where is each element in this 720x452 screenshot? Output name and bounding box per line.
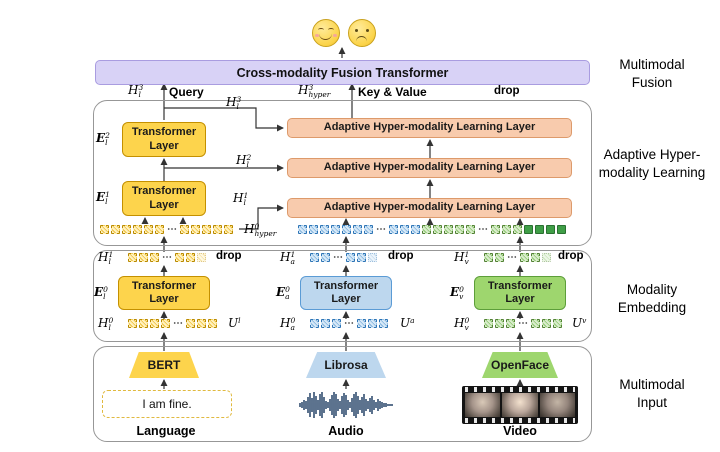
bert-extractor: BERT: [129, 352, 199, 378]
ahl-layer-3: Adaptive Hyper-modality Learning Layer: [287, 118, 572, 138]
transformer-layer-l1-label: Transformer Layer: [131, 185, 197, 211]
language-input-sample: I am fine.: [102, 390, 232, 418]
caption-language: Language: [136, 424, 196, 438]
language-sample-text: I am fine.: [142, 397, 192, 411]
token-sequence-audio-h0: ⋯: [310, 318, 388, 328]
token-sequence-video-h0: ⋯: [484, 318, 562, 328]
librosa-label: Librosa: [324, 358, 368, 372]
transformer-layer-audio: Transformer Layer: [300, 276, 392, 310]
token-sequence-language-ahl: ⋯: [100, 224, 233, 234]
audio-waveform-icon: [298, 390, 394, 420]
drop-label-video: drop: [558, 250, 584, 262]
transformer-layer-l2: Transformer Layer: [122, 122, 206, 157]
transformer-layer-language: Transformer Layer: [118, 276, 210, 310]
sad-face-icon: [348, 19, 376, 47]
ahl-layer-2: Adaptive Hyper-modality Learning Layer: [287, 158, 572, 178]
transformer-layer-l2-label: Transformer Layer: [131, 126, 197, 152]
token-sequence-language-h0: ⋯: [128, 318, 217, 328]
query-label: Query: [169, 85, 204, 99]
transformer-layer-audio-label: Transformer Layer: [313, 279, 379, 305]
section-modality-embedding: [93, 250, 592, 342]
token-sequence-video-h1: ⋯: [484, 252, 551, 262]
transformer-layer-language-label: Transformer Layer: [131, 279, 197, 305]
token-sequence-audio-h1: ⋯: [310, 252, 377, 262]
cross-modality-fusion-transformer: Cross-modality Fusion Transformer: [95, 60, 590, 85]
token-sequence-language-h1: ⋯: [128, 252, 206, 262]
transformer-layer-l1: Transformer Layer: [122, 181, 206, 216]
stage-label-multimodal-input: Multimodal Input: [619, 377, 685, 410]
ahl-layer-2-label: Adaptive Hyper-modality Learning Layer: [323, 161, 536, 174]
stage-label-modality-embedding: Modality Embedding: [617, 282, 687, 315]
stage-label-adaptive-hyper-modality-learning: Adaptive Hyper-modality Learning: [598, 147, 706, 180]
token-sequence-hyper-modality: ⋯⋯: [298, 224, 566, 234]
drop-label-audio: drop: [388, 250, 414, 262]
fusion-bar-label: Cross-modality Fusion Transformer: [236, 65, 449, 80]
librosa-extractor: Librosa: [306, 352, 386, 378]
section-multimodal-input: [93, 346, 592, 442]
drop-label-language: drop: [216, 250, 242, 262]
transformer-layer-video-label: Transformer Layer: [487, 279, 553, 305]
openface-extractor: OpenFace: [482, 352, 558, 378]
caption-video: Video: [503, 424, 537, 438]
transformer-layer-video: Transformer Layer: [474, 276, 566, 310]
video-frames-icon: [462, 386, 578, 424]
ahl-layer-3-label: Adaptive Hyper-modality Learning Layer: [323, 121, 536, 134]
caption-audio: Audio: [328, 424, 364, 438]
openface-label: OpenFace: [490, 358, 550, 372]
drop-label-top: drop: [494, 85, 520, 97]
ahl-layer-1: Adaptive Hyper-modality Learning Layer: [287, 198, 572, 218]
section-adaptive-hyper-modality-learning: [93, 100, 592, 246]
key-value-label: Key & Value: [358, 85, 427, 99]
stage-label-multimodal-fusion: Multimodal Fusion: [619, 57, 685, 90]
happy-face-icon: [312, 19, 340, 47]
ahl-layer-1-label: Adaptive Hyper-modality Learning Layer: [323, 201, 536, 214]
bert-label: BERT: [147, 358, 181, 372]
